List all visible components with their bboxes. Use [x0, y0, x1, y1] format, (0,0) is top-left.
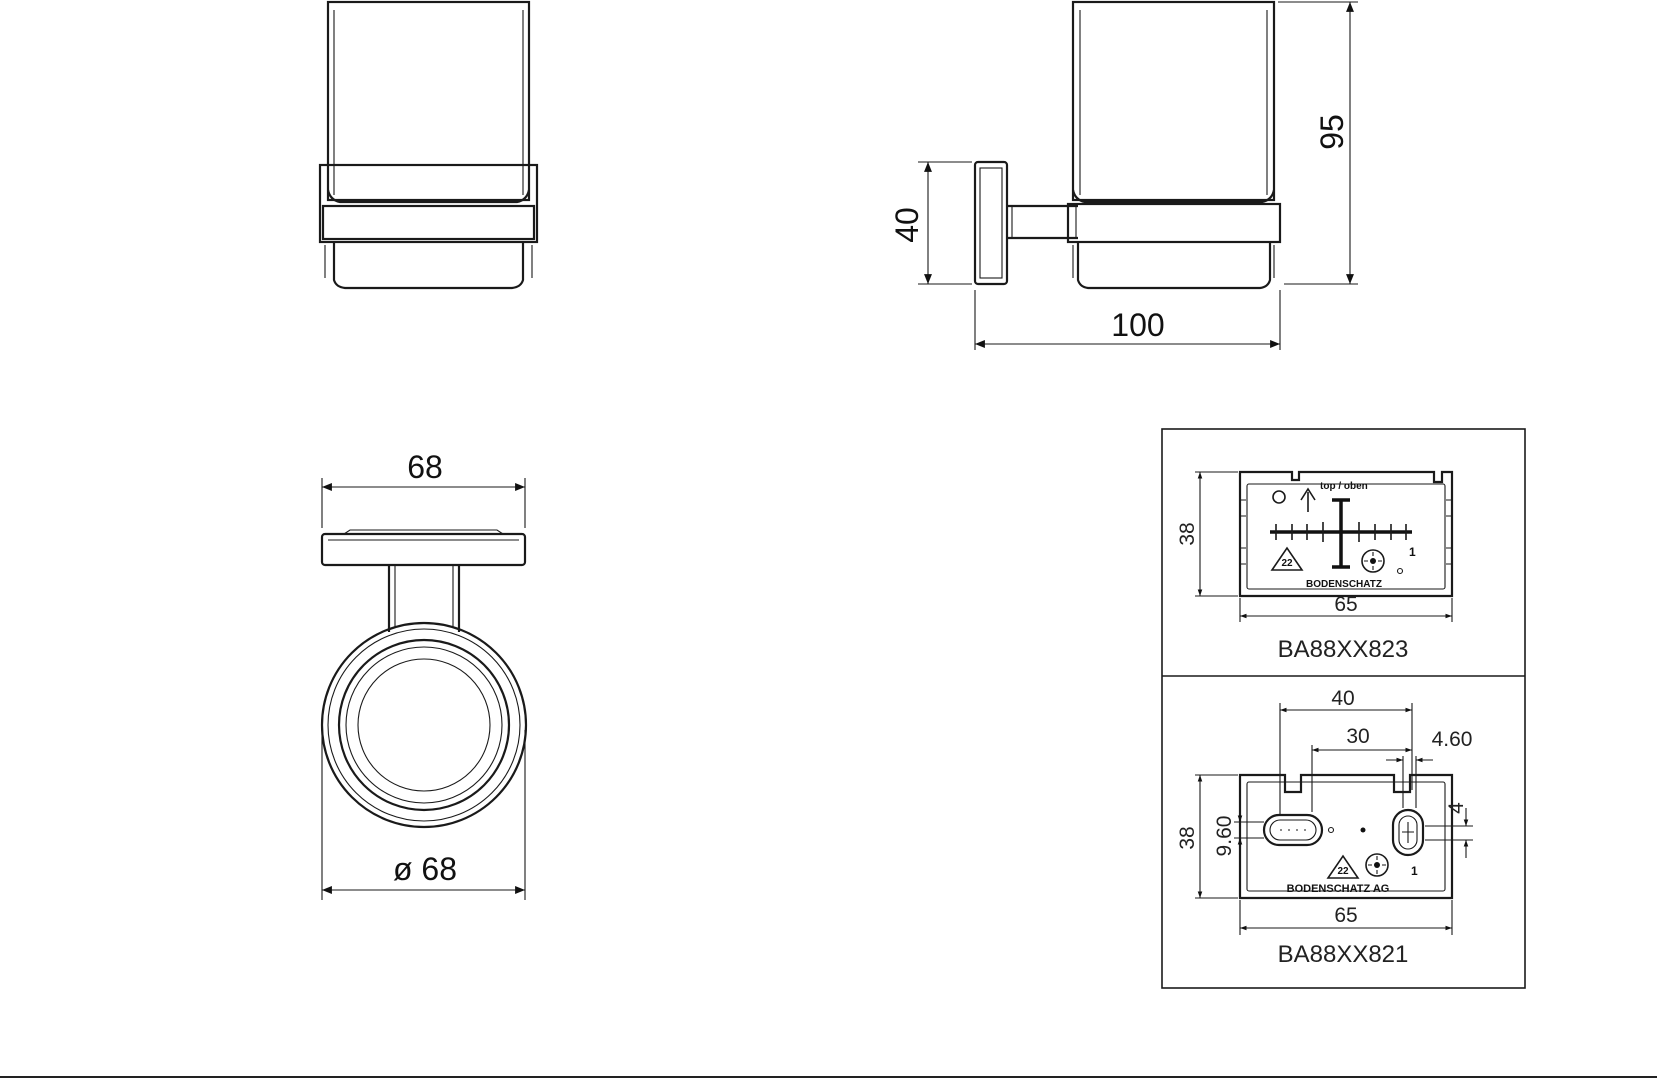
- marker-bottom: 1: [1411, 864, 1418, 878]
- dim-bottom-40: 40: [1331, 687, 1354, 710]
- code-top: BA88XX823: [1278, 636, 1409, 663]
- dim-width-plate: 68: [407, 449, 443, 485]
- dim-bottom-height: 38: [1176, 826, 1199, 849]
- detail-box: [1161, 428, 1526, 989]
- side-view: 40 95 100: [889, 0, 1358, 350]
- dim-bottom-460: 4.60: [1432, 728, 1473, 751]
- dim-top-height: 38: [1176, 522, 1199, 545]
- mounting-plate-top: top / oben 22 1 BODENSCHATZ 38 65 BA88XX…: [1176, 470, 1454, 663]
- dim-bottom-30: 30: [1346, 725, 1369, 748]
- svg-text:22: 22: [1337, 866, 1349, 877]
- top-view: 68 ø 68: [320, 449, 528, 900]
- dim-bottom-4: 4: [1445, 802, 1468, 814]
- dim-height-wall-plate: 40: [889, 207, 925, 243]
- dim-depth-total: 100: [1111, 307, 1164, 343]
- dim-height-total: 95: [1314, 114, 1350, 150]
- brand-bottom: BODENSCHATZ AG: [1287, 883, 1390, 895]
- marker-top: 1: [1409, 545, 1416, 559]
- dim-bottom-width: 65: [1334, 904, 1357, 927]
- code-bottom: BA88XX821: [1278, 941, 1409, 968]
- front-view: [318, 0, 539, 290]
- arrow-label: top / oben: [1320, 481, 1368, 492]
- dim-top-width: 65: [1334, 593, 1357, 616]
- dim-diameter: ø 68: [393, 851, 457, 887]
- dim-bottom-960: 9.60: [1213, 816, 1236, 857]
- mounting-plate-bottom: 22 1 BODENSCHATZ AG 40 30 4.60 4 9.60 38: [1176, 687, 1473, 968]
- svg-text:22: 22: [1281, 558, 1293, 569]
- brand-top: BODENSCHATZ: [1306, 579, 1382, 590]
